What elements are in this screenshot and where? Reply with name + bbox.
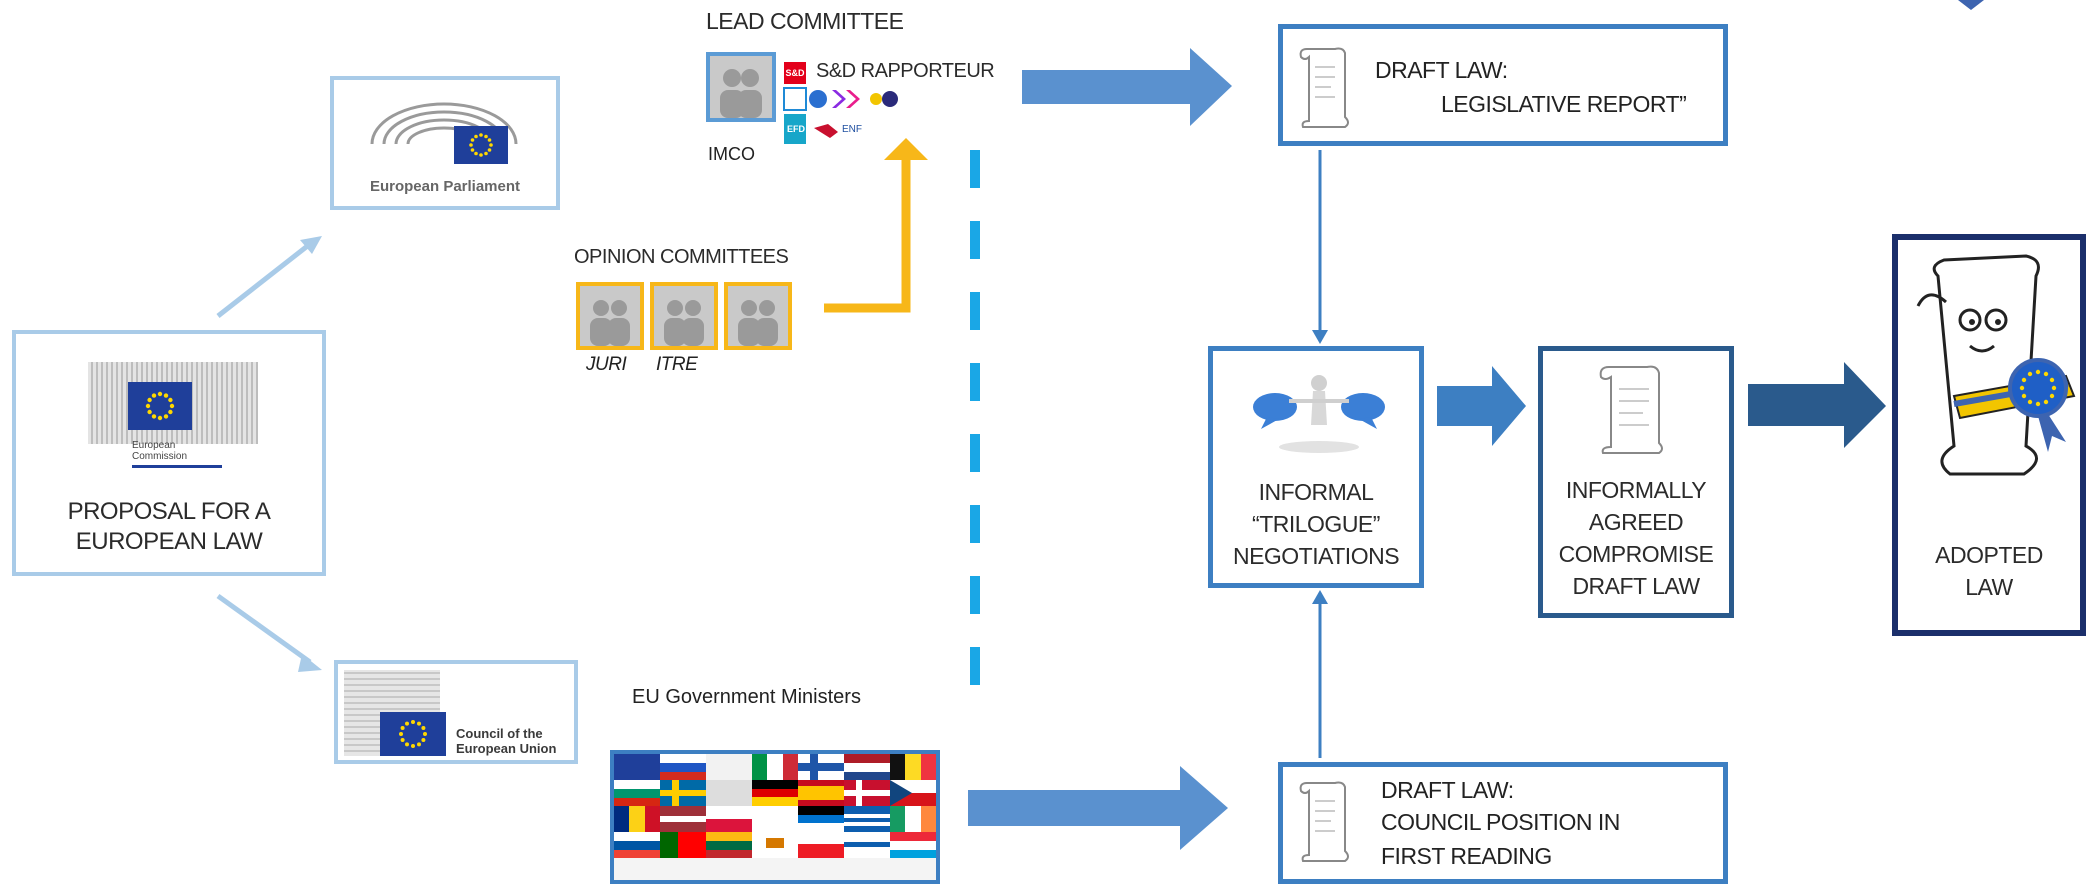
- ec-underline: [132, 465, 222, 468]
- adopted-line2: LAW: [1965, 574, 2013, 600]
- opinion-committee-icon-1: [576, 282, 644, 350]
- draft-council-line3: FIRST READING: [1381, 843, 1552, 869]
- draft-report-line2: LEGISLATIVE REPORT”: [1441, 91, 1687, 117]
- proposal-text-line1: PROPOSAL FOR A: [67, 498, 271, 525]
- eu-stars-icon: [469, 133, 493, 157]
- law-scroll-mascot-icon: [1916, 254, 2076, 476]
- efd-logo: [784, 114, 806, 144]
- eu-stars-icon: [145, 391, 175, 421]
- opinion-committees-title: OPINION COMMITTEES: [574, 246, 789, 268]
- arrow-to-parliament-head: [300, 236, 322, 254]
- parliament-box: European Parliament: [330, 76, 560, 210]
- ec-label-line1: European: [132, 440, 176, 451]
- imco-label: IMCO: [708, 144, 755, 164]
- people-icon: [738, 300, 778, 346]
- adopted-line1: ADOPTED: [1935, 542, 2043, 568]
- council-box: Council of the European Union: [334, 660, 578, 764]
- council-to-trilogue-head: [1312, 590, 1328, 604]
- scroll-icon: [1599, 365, 1663, 454]
- negotiation-icon: [1253, 375, 1385, 453]
- people-icon: [590, 300, 630, 346]
- trilogue-box: INFORMAL “TRILOGUE” NEGOTIATIONS: [1208, 346, 1424, 588]
- compromise-line1: INFORMALLY: [1565, 477, 1707, 503]
- compromise-box: INFORMALLY AGREED COMPROMISE DRAFT LAW: [1538, 346, 1734, 618]
- corner-decoration: [1958, 0, 1984, 10]
- epp-logo: [809, 90, 827, 108]
- people-icon: [720, 69, 762, 118]
- trilogue-to-compromise-arrow: [1437, 366, 1526, 446]
- council-label-line1: Council of the: [456, 726, 543, 741]
- eu-medal-icon: [2008, 358, 2068, 418]
- lead-committee-icon: [706, 52, 776, 122]
- mascot-arm-icon: [1916, 293, 1947, 307]
- member-state-flags: [610, 750, 940, 884]
- ministers-label: EU Government Ministers: [632, 686, 861, 708]
- opinion-committee-juri: JURI: [586, 354, 627, 375]
- compromise-line2: AGREED: [1588, 509, 1684, 535]
- flags-collage-image: [614, 754, 936, 880]
- compromise-line4: DRAFT LAW: [1572, 573, 1700, 599]
- lead-committee-title: LEAD COMMITTEE: [706, 8, 904, 34]
- report-to-trilogue-head: [1312, 330, 1328, 344]
- opinion-committee-icon-3: [724, 282, 792, 350]
- sd-party-logo: S&D: [784, 62, 806, 84]
- greens-chevron-icon: [846, 90, 860, 108]
- scroll-icon: [1299, 781, 1349, 862]
- draft-report-line1: DRAFT LAW:: [1375, 57, 1508, 83]
- eu-stars-icon: [399, 720, 427, 748]
- draft-council-line2: COUNCIL POSITION IN: [1381, 809, 1620, 835]
- ecr-chevron-icon: [832, 90, 846, 108]
- parliament-label: European Parliament: [369, 178, 521, 195]
- svg-text:ENF: ENF: [842, 124, 862, 135]
- arrow-to-council: [216, 593, 312, 665]
- eu-flag-icon: [380, 712, 446, 756]
- proposal-box: European Commission PROPOSAL FOR A EUROP…: [12, 330, 326, 576]
- trilogue-line1: INFORMAL: [1258, 479, 1374, 505]
- speech-bubble-right-icon: [1341, 393, 1385, 421]
- council-label-line2: European Union: [456, 741, 557, 756]
- draft-council-line1: DRAFT LAW:: [1381, 777, 1514, 803]
- lead-to-report-arrow: [1022, 48, 1232, 126]
- party-logos: EFD ENF: [783, 87, 898, 144]
- compromise-line3: COMPROMISE: [1558, 541, 1714, 567]
- adopted-box: ADOPTED LAW: [1892, 234, 2086, 636]
- draft-report-box: DRAFT LAW: LEGISLATIVE REPORT”: [1278, 24, 1728, 146]
- proposal-text-line2: EUROPEAN LAW: [75, 528, 263, 555]
- opinion-committee-icon-2: [650, 282, 718, 350]
- compromise-to-adopted-arrow: [1748, 362, 1886, 448]
- arrow-to-council-head: [298, 654, 322, 672]
- efdd-logo: [882, 91, 898, 107]
- opinion-to-lead-arrow: [824, 156, 911, 313]
- rapporteur-label: S&D RAPPORTEUR: [816, 60, 995, 82]
- eu-flag-icon: [128, 382, 192, 430]
- arrow-to-parliament: [216, 242, 312, 318]
- scroll-icon: [1299, 47, 1349, 128]
- speech-bubble-left-icon: [1253, 393, 1297, 421]
- opinion-to-lead-arrow-head: [884, 138, 928, 160]
- draft-council-box: DRAFT LAW: COUNCIL POSITION IN FIRST REA…: [1278, 762, 1728, 884]
- opinion-committee-itre: ITRE: [656, 354, 698, 375]
- alde-logo: [783, 87, 807, 111]
- people-icon: [664, 300, 704, 346]
- enf-flag-icon: [814, 124, 838, 138]
- trilogue-line3: NEGOTIATIONS: [1232, 543, 1400, 569]
- trilogue-line2: “TRILOGUE”: [1252, 511, 1380, 537]
- svg-text:EFD: EFD: [787, 124, 806, 134]
- eu-flag-icon: [454, 126, 508, 164]
- gue-logo: [870, 93, 882, 105]
- ec-label-line2: Commission: [132, 451, 188, 462]
- ministers-to-council-arrow: [968, 766, 1228, 850]
